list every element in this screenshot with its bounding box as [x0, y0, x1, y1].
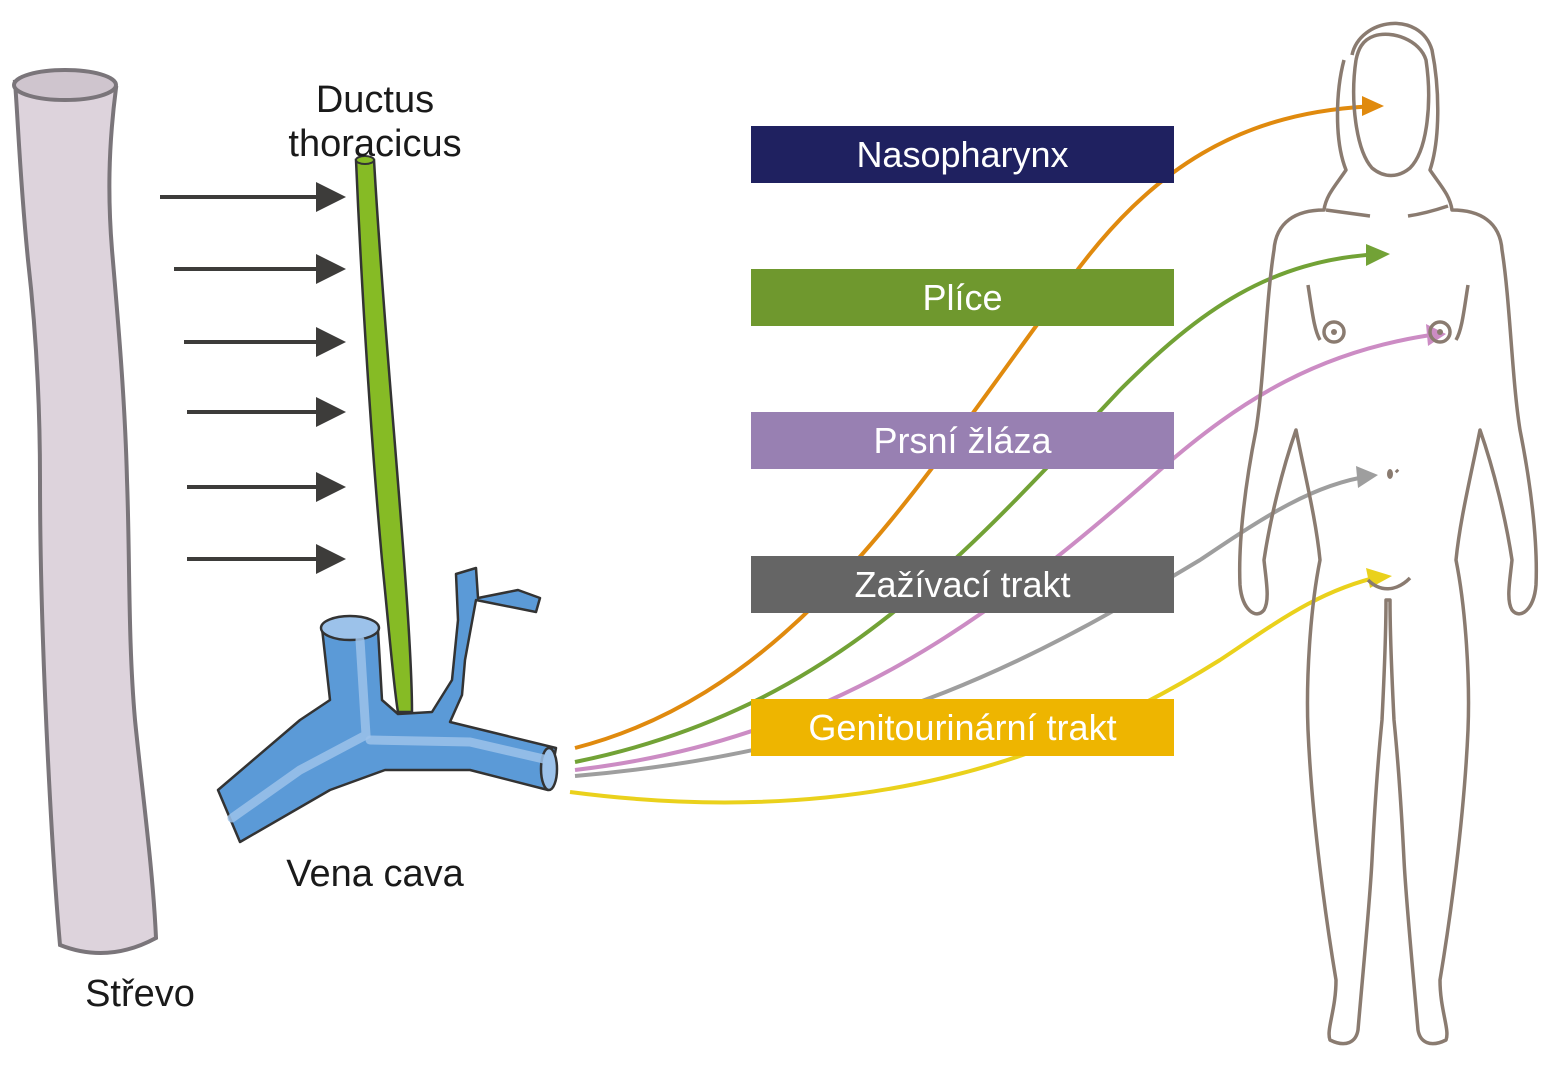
target-zazivaci-trakt: Zažívací trakt	[751, 556, 1174, 613]
target-plice: Plíce	[751, 269, 1174, 326]
target-prsni-zlaza: Prsní žláza	[751, 412, 1174, 469]
ductus-label-line1: Ductus	[270, 78, 480, 122]
strevo-label: Střevo	[50, 972, 230, 1016]
human-body-outline	[1240, 23, 1537, 1043]
ductus-label: Ductus thoracicus	[270, 78, 480, 166]
absorption-arrows	[160, 197, 340, 559]
navel	[1387, 469, 1393, 479]
nipple-right	[1437, 329, 1443, 335]
nipple-left	[1331, 329, 1337, 335]
vena-cava-label: Vena cava	[260, 852, 490, 896]
arrow-heads	[316, 182, 346, 574]
path-plice	[575, 254, 1380, 762]
intestine-tube	[14, 70, 156, 953]
target-genitourinarni-trakt: Genitourinární trakt	[751, 699, 1174, 756]
ductus-label-line2: thoracicus	[270, 122, 480, 166]
target-nasopharynx: Nasopharynx	[751, 126, 1174, 183]
